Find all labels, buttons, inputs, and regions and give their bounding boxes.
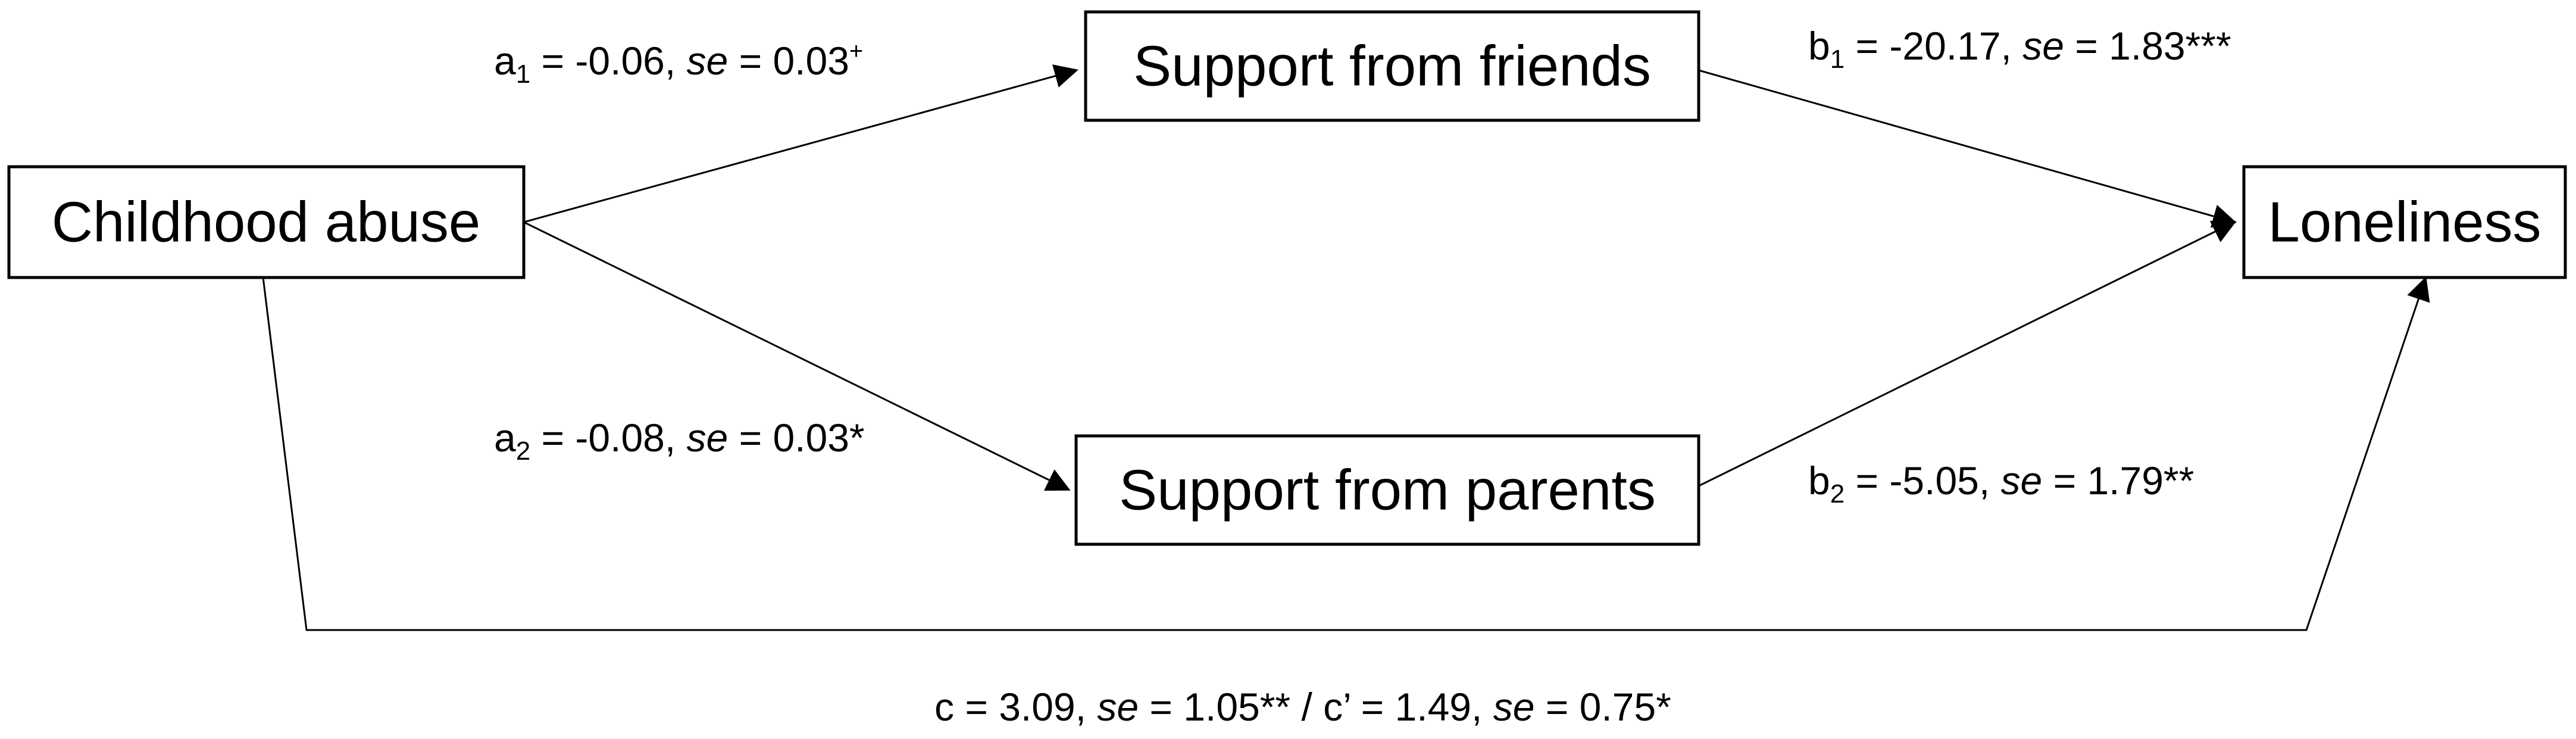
label-a1: a1 = -0.06, se = 0.03+ [494, 38, 863, 89]
node-support-friends: Support from friends [1084, 10, 1700, 122]
label-b1: b1 = -20.17, se = 1.83*** [1808, 24, 2231, 74]
path-b1-arrow [1698, 69, 2237, 228]
path-a2-arrow [523, 221, 1071, 491]
path-b2-arrow [1698, 220, 2237, 487]
path-c-arrow [262, 276, 2430, 631]
node-loneliness: Loneliness [2242, 165, 2567, 279]
label-b2: b2 = -5.05, se = 1.79** [1808, 459, 2194, 509]
label-c: c = 3.09, se = 1.05** / c’ = 1.49, se = … [934, 685, 1671, 729]
node-childhood-abuse-label: Childhood abuse [52, 191, 481, 254]
node-support-parents-label: Support from parents [1119, 459, 1656, 522]
node-support-friends-label: Support from friends [1133, 35, 1651, 98]
label-a2: a2 = -0.08, se = 0.03* [494, 416, 865, 466]
node-support-parents: Support from parents [1074, 434, 1700, 546]
path-a1-arrow [523, 64, 1078, 223]
node-childhood-abuse: Childhood abuse [7, 165, 526, 279]
node-loneliness-label: Loneliness [2268, 191, 2541, 254]
